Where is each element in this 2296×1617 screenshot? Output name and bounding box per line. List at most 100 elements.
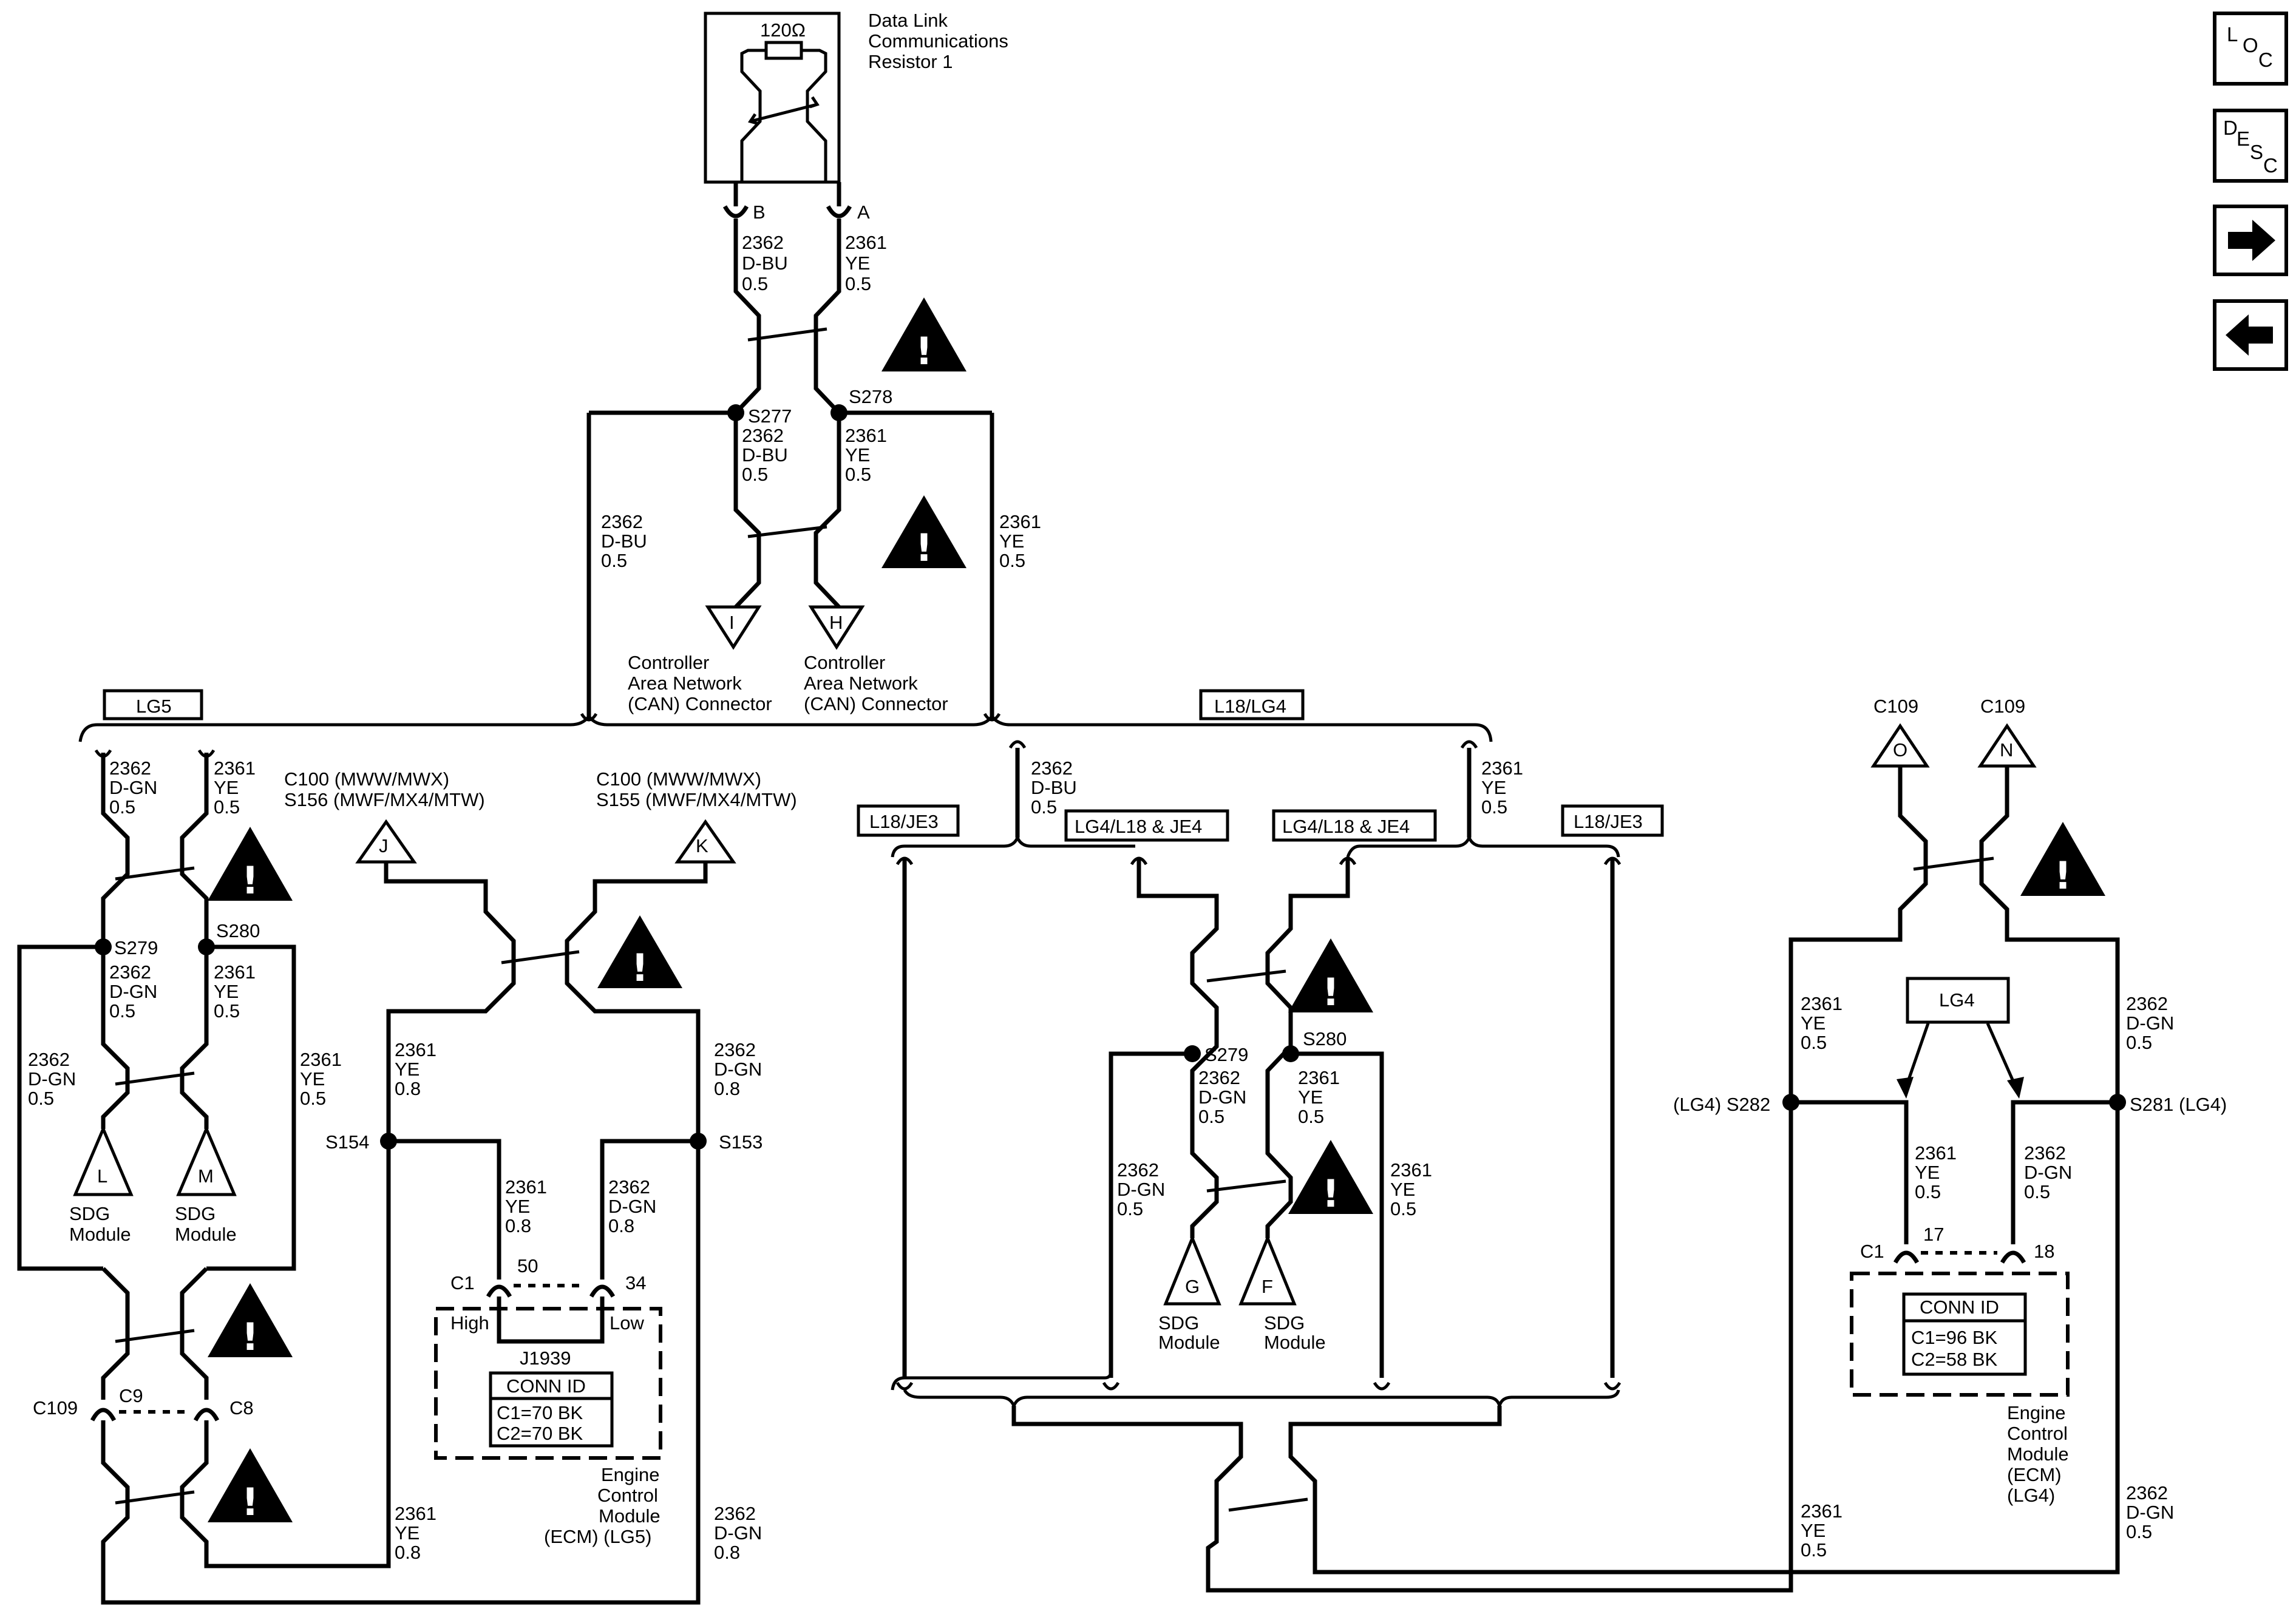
svg-text:(CAN) Connector: (CAN) Connector [804, 693, 948, 714]
svg-text:YE: YE [395, 1522, 419, 1544]
svg-text:!: ! [1322, 970, 1339, 1014]
svg-text:D-GN: D-GN [608, 1196, 656, 1217]
svg-text:S155 (MWF/MX4/MTW): S155 (MWF/MX4/MTW) [596, 789, 797, 810]
svg-text:0.5: 0.5 [845, 464, 871, 485]
svg-text:2362: 2362 [714, 1039, 756, 1060]
wire-label-s280: 2361 YE 0.5 [214, 961, 256, 1022]
svg-text:2362: 2362 [109, 758, 151, 779]
option-lg4: LG4 [1939, 989, 1975, 1011]
option-lg4-l18-je4-right: LG4/L18 & JE4 [1282, 816, 1410, 837]
svg-text:2362: 2362 [2024, 1142, 2066, 1164]
svg-text:2361: 2361 [845, 425, 887, 446]
svg-text:!: ! [915, 329, 932, 373]
splice-s282: (LG4) S282 [1673, 1094, 1770, 1115]
data-link-resistor: 120Ω Data Link Communications Resistor 1 [704, 10, 1008, 184]
desc-button[interactable]: D E S C [2213, 109, 2288, 183]
wire-label-lg5-right-top: 2361 YE 0.5 [214, 758, 256, 818]
svg-text:0.5: 0.5 [1198, 1106, 1224, 1127]
svg-text:2361: 2361 [1801, 1500, 1843, 1522]
svg-text:Module: Module [1264, 1332, 1326, 1353]
svg-text:!: ! [2054, 853, 2071, 898]
prev-button[interactable] [2213, 299, 2288, 371]
svg-text:2362: 2362 [608, 1176, 650, 1198]
svg-text:D-BU: D-BU [1031, 777, 1077, 798]
svg-text:2362: 2362 [714, 1503, 756, 1524]
svg-text:0.5: 0.5 [28, 1088, 54, 1109]
svg-text:SDG: SDG [69, 1203, 110, 1224]
svg-text:D-GN: D-GN [28, 1068, 76, 1090]
wire-label-ecm-lg5-pin50: 2361 YE 0.8 [505, 1176, 547, 1236]
svg-text:0.5: 0.5 [2024, 1181, 2050, 1202]
svg-text:2361: 2361 [1801, 993, 1843, 1014]
svg-text:M: M [198, 1165, 214, 1187]
svg-text:YE: YE [1481, 777, 1506, 798]
svg-text:YE: YE [1801, 1012, 1826, 1034]
loc-button[interactable]: L O C [2213, 12, 2288, 86]
wire-s277-down [733, 413, 761, 609]
svg-text:O: O [1893, 739, 1907, 761]
svg-text:0.5: 0.5 [742, 273, 768, 294]
wire-label-mid-dbu: 2362 D-BU 0.5 [1031, 758, 1077, 818]
wire-lg5-bottom-left [101, 1354, 701, 1605]
svg-text:0.5: 0.5 [999, 550, 1025, 571]
svg-text:0.5: 0.5 [1915, 1181, 1941, 1202]
wire-lg5-lower-left [101, 1267, 130, 1400]
connector-f: F [1238, 1234, 1297, 1306]
svg-text:C1: C1 [450, 1272, 475, 1293]
svg-text:Module: Module [599, 1505, 661, 1527]
wire-label-mid-s279: 2362 D-GN 0.5 [1198, 1067, 1246, 1127]
svg-text:0.8: 0.8 [714, 1078, 740, 1099]
option-lg4-l18-je4-left: LG4/L18 & JE4 [1075, 816, 1202, 837]
wire-label-ecm-lg4-pin18: 2362 D-GN 0.5 [2024, 1142, 2072, 1202]
svg-text:0.8: 0.8 [395, 1542, 421, 1563]
svg-text:Control: Control [597, 1485, 658, 1506]
wire-j-down [384, 862, 516, 1141]
svg-text:YE: YE [999, 531, 1024, 552]
svg-text:YE: YE [300, 1068, 325, 1090]
warning-icon: ! [208, 1448, 293, 1524]
svg-text:YE: YE [214, 981, 239, 1002]
sdg-module-label-m: SDG Module [175, 1203, 237, 1245]
svg-text:!: ! [242, 1315, 259, 1359]
svg-text:Controller: Controller [628, 652, 709, 673]
svg-text:0.8: 0.8 [608, 1215, 634, 1236]
next-button[interactable] [2213, 205, 2288, 276]
warning-icon: ! [881, 297, 966, 373]
svg-text:YE: YE [1298, 1086, 1323, 1108]
wire-label-s277: 2362 D-BU 0.5 [742, 425, 788, 485]
svg-text:2361: 2361 [300, 1049, 342, 1070]
splice-s279: S279 [114, 937, 158, 958]
svg-text:2361: 2361 [1298, 1067, 1340, 1088]
svg-text:34: 34 [625, 1272, 646, 1293]
wire-lg5-lower-right [180, 1267, 209, 1400]
svg-text:2361: 2361 [999, 511, 1041, 532]
wire-s153-to-ecm [600, 1139, 698, 1280]
wire-label-ecm-lg4-right-up: 2362 D-GN 0.5 [2126, 993, 2174, 1053]
svg-text:YE: YE [1801, 1520, 1826, 1541]
svg-text:2362: 2362 [28, 1049, 70, 1070]
svg-text:YE: YE [214, 777, 239, 798]
svg-text:2362: 2362 [742, 425, 784, 446]
svg-text:2362: 2362 [1117, 1159, 1159, 1181]
svg-text:L: L [97, 1165, 107, 1187]
wire-label-mid-s280: 2361 YE 0.5 [1298, 1067, 1340, 1127]
svg-text:D-GN: D-GN [1198, 1086, 1246, 1108]
resistor-value: 120Ω [760, 19, 806, 41]
svg-text:CONN ID: CONN ID [1920, 1297, 1999, 1318]
wire-mid-right-pair [1265, 857, 1350, 1238]
svg-text:2362: 2362 [742, 232, 784, 253]
option-l18-je3-left: L18/JE3 [869, 811, 939, 832]
wire-n-down [1979, 766, 2120, 1102]
svg-text:!: ! [242, 858, 259, 903]
svg-text:2361: 2361 [214, 961, 256, 983]
can-connector-label-i: Controller Area Network (CAN) Connector [628, 652, 772, 714]
c100-j-label: C100 (MWW/MWX) S156 (MWF/MX4/MTW) [284, 768, 485, 810]
sdg-module-label-f: SDG Module [1264, 1312, 1326, 1353]
svg-text:0.5: 0.5 [1481, 796, 1507, 818]
wire-s280-down [180, 947, 209, 1129]
svg-text:Low: Low [610, 1312, 644, 1334]
c109-right-2: C109 [1980, 696, 2025, 717]
wire-label-lg5-outer-left: 2362 D-GN 0.5 [28, 1049, 76, 1109]
svg-text:N: N [2000, 739, 2013, 761]
c8-label: C8 [229, 1397, 254, 1419]
